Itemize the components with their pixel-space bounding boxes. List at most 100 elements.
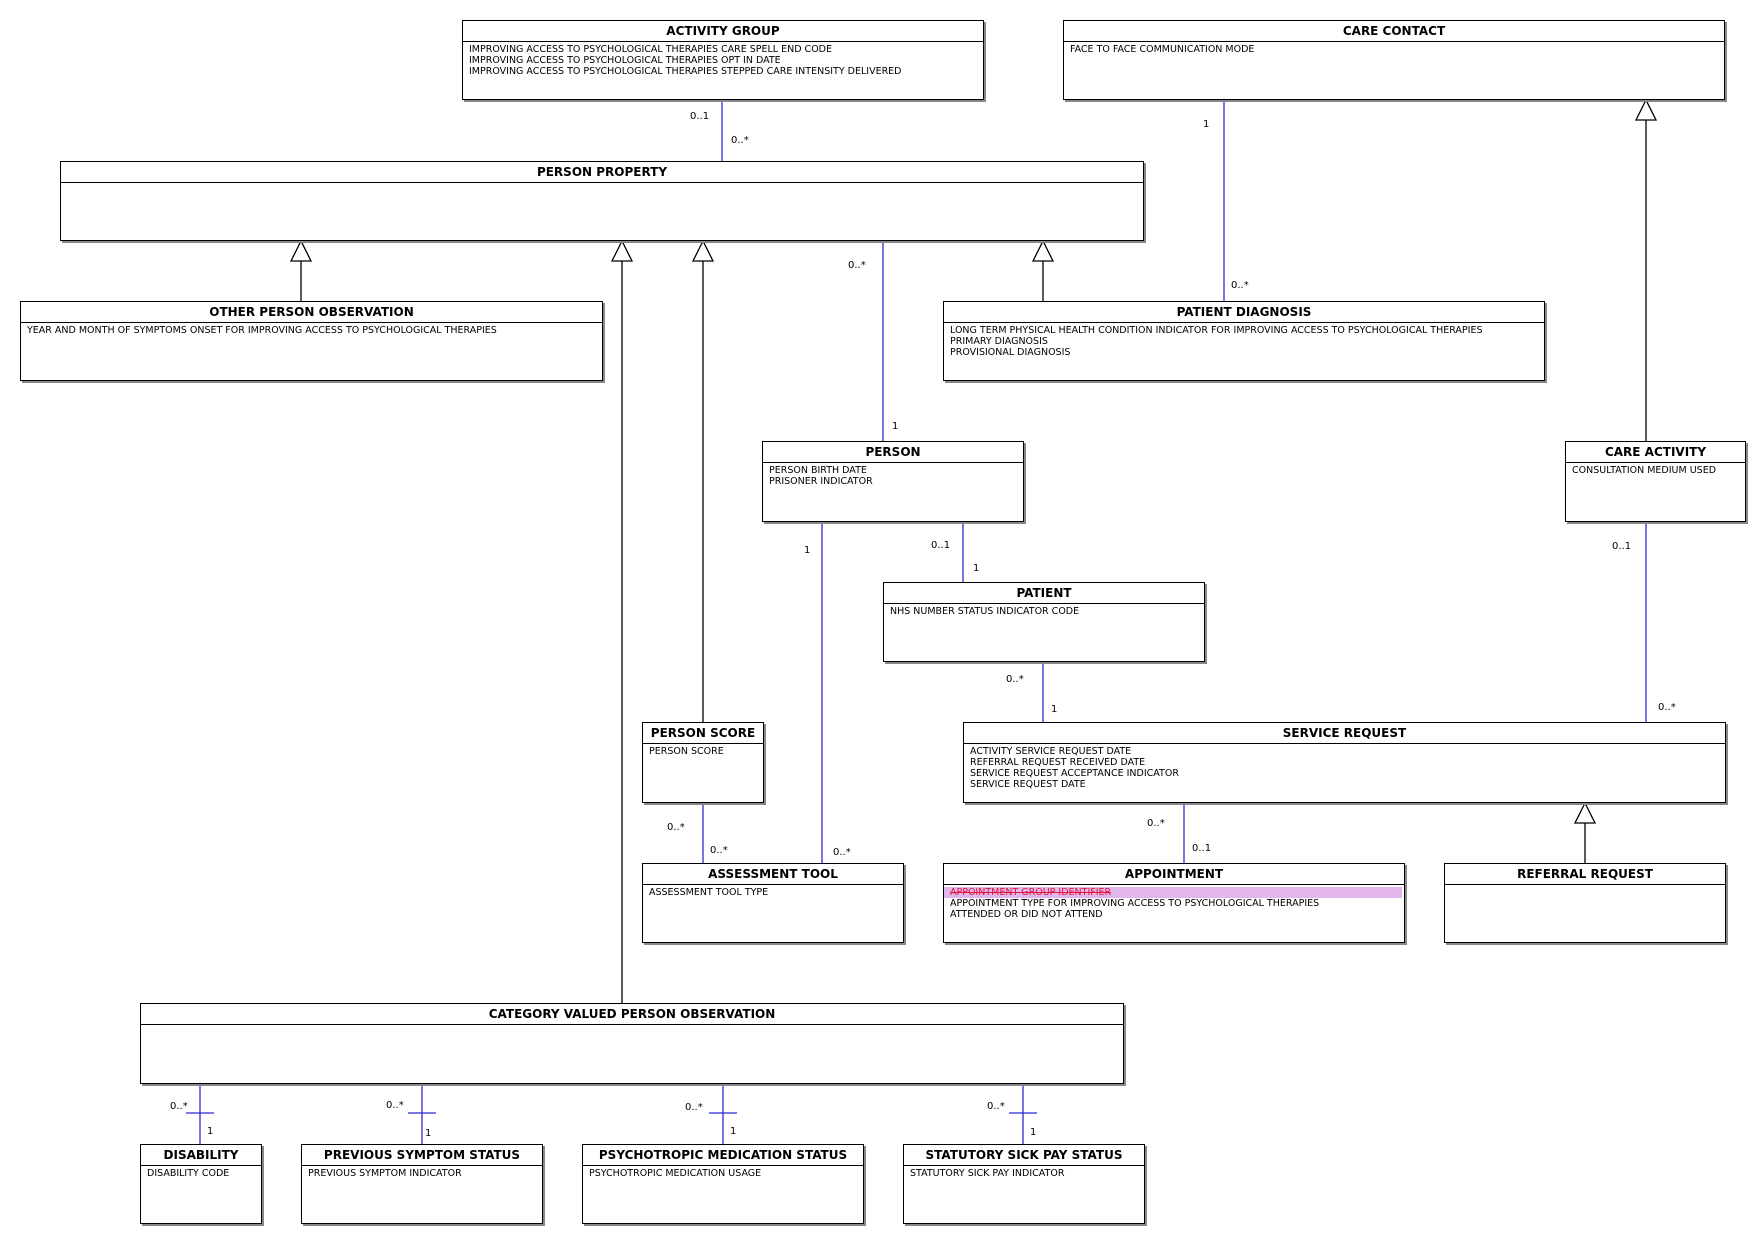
entity-title: CARE CONTACT (1064, 21, 1724, 42)
entity-attribute: IMPROVING ACCESS TO PSYCHOLOGICAL THERAP… (469, 55, 781, 66)
entity-title: ASSESSMENT TOOL (643, 864, 903, 885)
entity-title: CARE ACTIVITY (1566, 442, 1745, 463)
entity-title: STATUTORY SICK PAY STATUS (904, 1145, 1144, 1166)
entity-attribute: PRISONER INDICATOR (769, 476, 873, 487)
multiplicity-label: 0..* (731, 135, 749, 146)
generalization-arrowhead-patient-diagnosis-is-person-property (1031, 239, 1055, 262)
generalization-arrowhead-referral-request-is-service-request (1573, 801, 1597, 824)
multiplicity-label: 1 (973, 563, 980, 574)
multiplicity-label: 0..1 (931, 540, 951, 551)
multiplicity-label: 0..* (1658, 702, 1676, 713)
generalization-arrowhead-person-score-is-person-property (691, 239, 715, 262)
multiplicity-label: 0..* (1006, 674, 1024, 685)
multiplicity-label: 0..* (848, 260, 866, 271)
multiplicity-label: 1 (804, 545, 811, 556)
entity-person-property[interactable]: PERSON PROPERTY (60, 161, 1144, 241)
entity-title: DISABILITY (141, 1145, 261, 1166)
generalization-arrowhead-cvpo-is-person-property (610, 239, 634, 262)
entity-attribute: PSYCHOTROPIC MEDICATION USAGE (589, 1168, 762, 1179)
entity-other-person-observation[interactable]: OTHER PERSON OBSERVATION YEAR AND MONTH O… (20, 301, 603, 381)
entity-assessment-tool[interactable]: ASSESSMENT TOOL ASSESSMENT TOOL TYPE (642, 863, 904, 943)
entity-attribute: PROVISIONAL DIAGNOSIS (950, 347, 1071, 358)
multiplicity-label: 0..* (170, 1101, 188, 1112)
entity-title: PERSON SCORE (643, 723, 763, 744)
multiplicity-label: 0..* (386, 1100, 404, 1111)
entity-title: SERVICE REQUEST (964, 723, 1725, 744)
entity-attribute: REFERRAL REQUEST RECEIVED DATE (970, 757, 1146, 768)
generalization-arrowhead-other-person-observation-is-person-property (289, 239, 313, 262)
entity-attribute: IMPROVING ACCESS TO PSYCHOLOGICAL THERAP… (469, 66, 902, 77)
entity-attribute: PERSON BIRTH DATE (769, 465, 867, 476)
entity-title: APPOINTMENT (944, 864, 1404, 885)
multiplicity-label: 0..1 (1192, 843, 1212, 854)
entity-attributes: NHS NUMBER STATUS INDICATOR CODE (884, 606, 1204, 617)
entity-referral-request[interactable]: REFERRAL REQUEST (1444, 863, 1726, 943)
entity-attribute: FACE TO FACE COMMUNICATION MODE (1070, 44, 1255, 55)
multiplicity-label: 1 (892, 421, 899, 432)
entity-psychotropic-medication-status[interactable]: PSYCHOTROPIC MEDICATION STATUS PSYCHOTROP… (582, 1144, 864, 1224)
entity-category-valued-person-observation[interactable]: CATEGORY VALUED PERSON OBSERVATION (140, 1003, 1124, 1084)
entity-attribute: PRIMARY DIAGNOSIS (950, 336, 1048, 347)
multiplicity-label: 0..* (1147, 818, 1165, 829)
multiplicity-label: 0..* (987, 1101, 1005, 1112)
entity-statutory-sick-pay-status[interactable]: STATUTORY SICK PAY STATUS STATUTORY SICK … (903, 1144, 1145, 1224)
multiplicity-label: 0..* (685, 1102, 703, 1113)
entity-title: PSYCHOTROPIC MEDICATION STATUS (583, 1145, 863, 1166)
entity-title: CATEGORY VALUED PERSON OBSERVATION (141, 1004, 1123, 1025)
removed-attribute: APPOINTMENT GROUP IDENTIFIER (944, 887, 1402, 898)
entity-attributes: PSYCHOTROPIC MEDICATION USAGE (583, 1168, 863, 1179)
entity-person-score[interactable]: PERSON SCORE PERSON SCORE (642, 722, 764, 803)
entity-attribute: STATUTORY SICK PAY INDICATOR (910, 1168, 1065, 1179)
entity-attribute: CONSULTATION MEDIUM USED (1572, 465, 1717, 476)
entity-previous-symptom-status[interactable]: PREVIOUS SYMPTOM STATUS PREVIOUS SYMPTOM … (301, 1144, 543, 1224)
entity-care-contact[interactable]: CARE CONTACT FACE TO FACE COMMUNICATION M… (1063, 20, 1725, 100)
entity-care-activity[interactable]: CARE ACTIVITY CONSULTATION MEDIUM USED (1565, 441, 1746, 522)
entity-attributes: LONG TERM PHYSICAL HEALTH CONDITION INDI… (944, 325, 1544, 358)
entity-disability[interactable]: DISABILITY DISABILITY CODE (140, 1144, 262, 1224)
multiplicity-label: 1 (425, 1128, 432, 1139)
entity-patient[interactable]: PATIENT NHS NUMBER STATUS INDICATOR CODE (883, 582, 1205, 662)
multiplicity-label: 0..1 (690, 111, 710, 122)
multiplicity-label: 1 (207, 1126, 214, 1137)
multiplicity-label: 0..* (710, 845, 728, 856)
entity-attribute: IMPROVING ACCESS TO PSYCHOLOGICAL THERAP… (469, 44, 832, 55)
multiplicity-label: 0..* (833, 847, 851, 858)
entity-attributes: IMPROVING ACCESS TO PSYCHOLOGICAL THERAP… (463, 44, 983, 77)
entity-attribute: PERSON SCORE (649, 746, 724, 757)
entity-title: REFERRAL REQUEST (1445, 864, 1725, 885)
entity-title: PATIENT (884, 583, 1204, 604)
multiplicity-label: 0..* (1231, 280, 1249, 291)
entity-attributes: PERSON SCORE (643, 746, 763, 757)
entity-title: OTHER PERSON OBSERVATION (21, 302, 602, 323)
entity-attributes: DISABILITY CODE (141, 1168, 261, 1179)
entity-attribute: ACTIVITY SERVICE REQUEST DATE (970, 746, 1132, 757)
multiplicity-label: 1 (1203, 119, 1210, 130)
entity-attributes: PREVIOUS SYMPTOM INDICATOR (302, 1168, 542, 1179)
entity-attributes: ASSESSMENT TOOL TYPE (643, 887, 903, 898)
entity-title: PREVIOUS SYMPTOM STATUS (302, 1145, 542, 1166)
entity-attribute: NHS NUMBER STATUS INDICATOR CODE (890, 606, 1080, 617)
entity-attributes: STATUTORY SICK PAY INDICATOR (904, 1168, 1144, 1179)
entity-attributes: YEAR AND MONTH OF SYMPTOMS ONSET FOR IMP… (21, 325, 602, 336)
entity-attribute: LONG TERM PHYSICAL HEALTH CONDITION INDI… (950, 325, 1483, 336)
multiplicity-label: 1 (1030, 1127, 1037, 1138)
multiplicity-label: 1 (1051, 704, 1058, 715)
entity-attribute: SERVICE REQUEST ACCEPTANCE INDICATOR (970, 768, 1179, 779)
entity-attribute: SERVICE REQUEST DATE (970, 779, 1086, 790)
multiplicity-label: 0..1 (1612, 541, 1632, 552)
entity-attribute: ATTENDED OR DID NOT ATTEND (950, 909, 1103, 920)
entity-attribute: DISABILITY CODE (147, 1168, 230, 1179)
entity-attribute: PREVIOUS SYMPTOM INDICATOR (308, 1168, 462, 1179)
entity-attributes: FACE TO FACE COMMUNICATION MODE (1064, 44, 1724, 55)
entity-title: PERSON PROPERTY (61, 162, 1143, 183)
